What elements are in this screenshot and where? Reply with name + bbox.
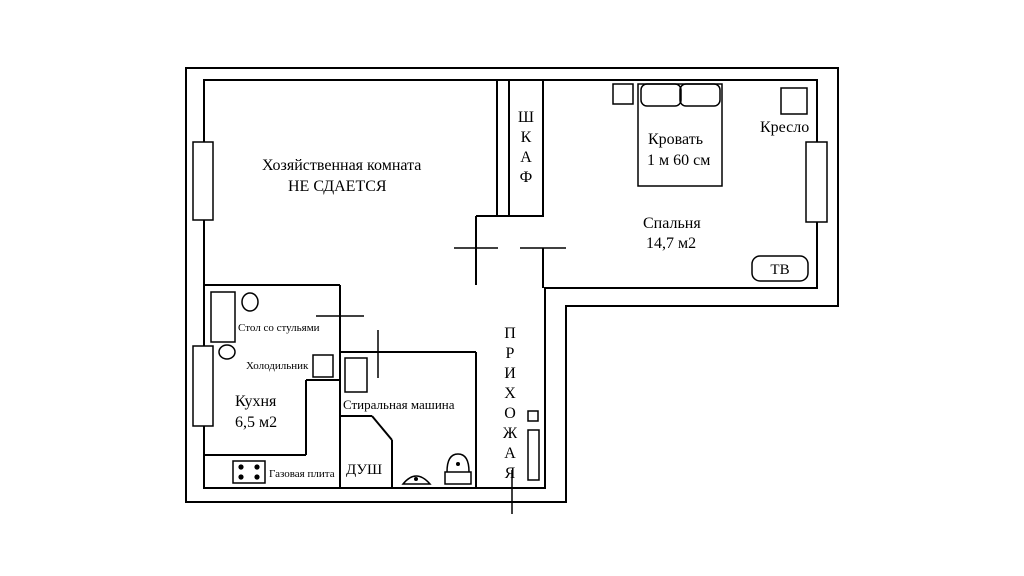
utility-room-name: Хозяйственная комната [262, 157, 421, 174]
hallway-label: П Р И Х О Ж А Я [503, 325, 518, 482]
hallway-letter: Я [505, 465, 516, 482]
burner-icon [254, 464, 260, 470]
inner-wall-line [203, 79, 818, 489]
fridge-label: Холодильник [246, 360, 309, 372]
sink-drain [414, 477, 418, 481]
tv-label: ТВ [770, 262, 789, 278]
window-kitchen [192, 345, 214, 427]
wardrobe-letter: К [521, 129, 532, 146]
hallway-shoe-rack [527, 429, 540, 481]
wardrobe-letter: Ш [518, 109, 534, 126]
gas-stove [232, 460, 266, 484]
fridge [312, 354, 334, 378]
outer-wall-line [185, 67, 839, 503]
chair-icon [241, 292, 259, 312]
hallway-letter: А [504, 445, 516, 462]
bedroom-area: 14,7 м2 [646, 235, 696, 252]
hallway-letter: О [504, 405, 516, 422]
hallway-letter: Р [506, 345, 515, 362]
hallway-letter: И [504, 365, 516, 382]
nightstand-left [612, 83, 634, 105]
toilet-seat [456, 462, 460, 466]
bed [637, 83, 723, 187]
burner-icon [238, 464, 244, 470]
armchair [780, 87, 808, 115]
window-bedroom [805, 141, 828, 223]
tv [751, 255, 809, 282]
kitchen-area: 6,5 м2 [235, 414, 277, 431]
washing-machine [344, 357, 368, 393]
utility-room-note: НЕ СДАЕТСЯ [288, 178, 387, 195]
window-utility-room [192, 141, 214, 221]
bed-label: Кровать [648, 131, 703, 148]
wardrobe-letter: А [520, 149, 532, 166]
kitchen-table [210, 291, 236, 343]
bedroom-name: Спальня [643, 215, 701, 232]
wardrobe-label: Ш К А Ф [518, 109, 534, 186]
washer-label: Стиральная машина [343, 397, 455, 412]
pillow-left [640, 83, 682, 107]
stove-label: Газовая плита [269, 468, 335, 480]
hallway-letter: П [504, 325, 516, 342]
burner-icon [238, 474, 244, 480]
shower-label: ДУШ [346, 462, 382, 478]
pillow-right [679, 83, 721, 107]
chair-icon [218, 344, 236, 360]
burner-icon [254, 474, 260, 480]
wall-shower-diag [371, 415, 393, 441]
wardrobe-letter: Ф [520, 169, 533, 186]
sink-icon [401, 475, 432, 485]
kitchen-name: Кухня [235, 393, 277, 410]
hallway-letter: Ж [503, 425, 518, 442]
table-label: Стол со стульями [238, 322, 320, 334]
hallway-stool [527, 410, 539, 422]
toilet-bowl [446, 453, 470, 473]
toilet-tank [444, 471, 472, 485]
bed-size-label: 1 м 60 см [647, 152, 710, 169]
hallway-letter: Х [504, 385, 516, 402]
armchair-label: Кресло [760, 119, 809, 136]
